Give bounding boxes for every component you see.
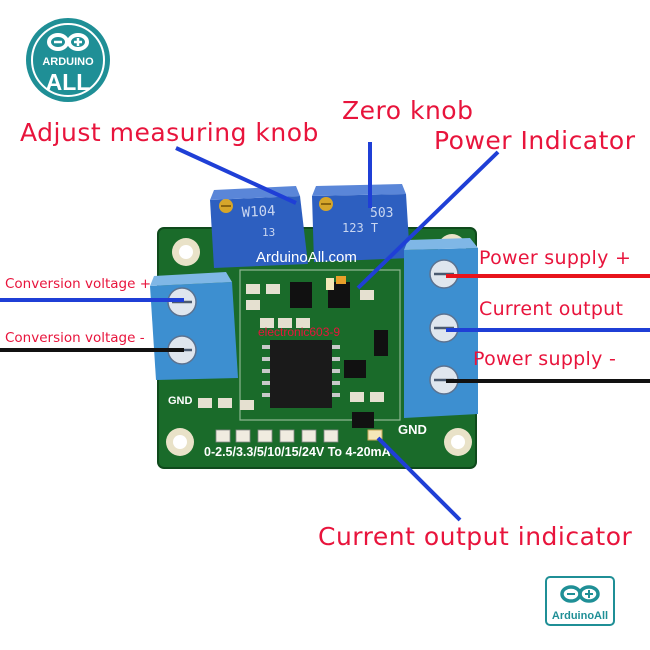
logo-bottom-text: ArduinoAll xyxy=(552,610,608,622)
label-power-supply-minus: Power supply - xyxy=(473,348,617,370)
pot1-bottom-text: 13 xyxy=(262,226,275,239)
adjust-knob-pointer xyxy=(175,146,297,205)
zero-potentiometer xyxy=(312,184,410,262)
mounting-hole xyxy=(166,428,194,456)
pot2-bottom-text: 123 T xyxy=(342,221,378,235)
mounting-hole xyxy=(444,428,472,456)
label-current-output: Current output xyxy=(479,298,624,320)
label-conversion-voltage-minus: Conversion voltage - xyxy=(5,330,145,346)
right-terminal-block xyxy=(404,238,478,418)
label-zero-knob: Zero knob xyxy=(342,96,474,125)
power-indicator-pointer xyxy=(356,150,500,290)
label-adjust-measuring-knob: Adjust measuring knob xyxy=(20,118,319,147)
label-current-output-indicator: Current output indicator xyxy=(318,522,633,551)
power-led xyxy=(326,278,334,290)
arduino-all-small-logo: ArduinoAll xyxy=(545,576,615,626)
gnd-right-text: GND xyxy=(398,422,427,437)
arduino-all-logo: ARDUINO ALL xyxy=(23,15,113,105)
brand-text: electronic603-9 xyxy=(258,325,340,339)
jumper-pads xyxy=(215,429,339,443)
pcb-board xyxy=(157,227,477,469)
spec-text: 0-2.5/3.3/5/10/15/24V To 4-20mA xyxy=(204,445,391,459)
label-power-indicator: Power Indicator xyxy=(434,126,636,155)
label-conversion-voltage-plus: Conversion voltage + xyxy=(5,276,152,292)
watermark-text: ArduinoAll.com xyxy=(256,249,357,266)
label-power-supply-plus: Power supply + xyxy=(479,247,632,269)
current-output-led xyxy=(367,429,383,441)
smd-components xyxy=(198,276,388,428)
left-terminal-block xyxy=(150,272,238,380)
pot2-top-text: 503 xyxy=(370,206,393,221)
gnd-left-text: GND xyxy=(168,395,193,407)
ic-chip xyxy=(262,340,340,408)
logo-top-line2: ALL xyxy=(46,69,91,95)
mounting-hole xyxy=(172,238,200,266)
current-indicator-pointer xyxy=(376,436,462,522)
pot1-top-text: W104 xyxy=(241,203,276,221)
logo-top-line1: ARDUINO xyxy=(42,56,94,68)
